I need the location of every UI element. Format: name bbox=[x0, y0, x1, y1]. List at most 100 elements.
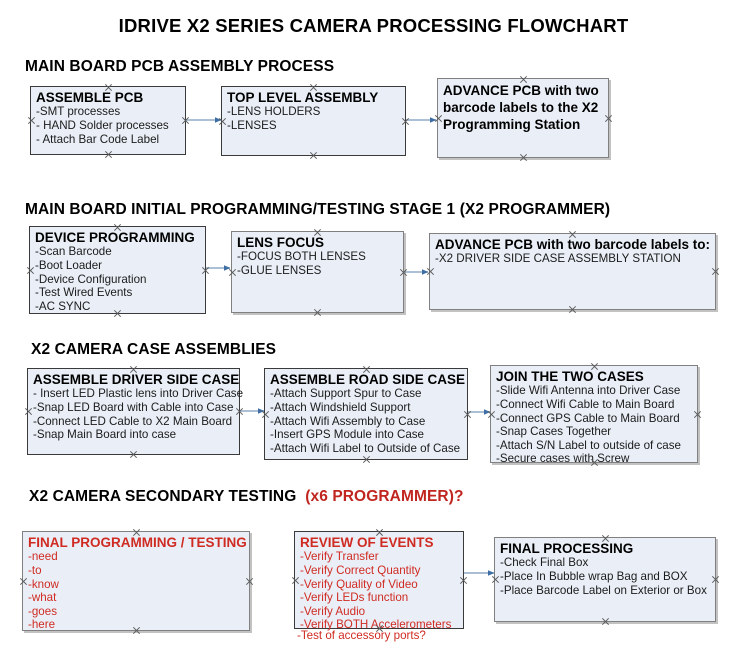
section-heading-main-board-pcb-assembly: MAIN BOARD PCB ASSEMBLY PROCESS bbox=[25, 58, 335, 75]
node-line: -Connect LED Cable to X2 Main Board bbox=[33, 414, 233, 428]
node-line: -Device Configuration bbox=[35, 272, 147, 286]
node-line: -Scan Barcode bbox=[35, 245, 112, 259]
node-line: -Verify BOTH Accelerometers bbox=[300, 618, 452, 632]
node-line: -Slide Wifi Antenna into Driver Case bbox=[496, 384, 681, 398]
node-line: -Connect GPS Cable to Main Board bbox=[496, 411, 680, 425]
node-lens-focus[interactable]: LENS FOCUS -FOCUS BOTH LENSES -GLUE LENS… bbox=[231, 231, 404, 313]
node-line: - Insert LED Plastic lens into Driver Ca… bbox=[33, 387, 244, 401]
node-line: - HAND Solder processes bbox=[36, 118, 169, 132]
connector-handle-right[interactable] bbox=[399, 268, 408, 277]
node-line: -to bbox=[28, 563, 42, 577]
node-line: -Attach Wifi Assembly to Case bbox=[270, 414, 426, 428]
secondary-testing-label: X2 CAMERA SECONDARY TESTING bbox=[29, 488, 297, 505]
connector-handle-bottom[interactable] bbox=[129, 450, 138, 459]
connector-handle-left[interactable] bbox=[26, 266, 35, 275]
node-title: ASSEMBLE DRIVER SIDE CASE bbox=[33, 372, 240, 387]
section-heading-x2-camera-secondary-testing: X2 CAMERA SECONDARY TESTING (x6 PROGRAMM… bbox=[29, 488, 464, 506]
node-line: -SMT processes bbox=[36, 105, 121, 119]
connector-handle-left[interactable] bbox=[24, 407, 33, 416]
node-review-of-events-overflow-line: -Test of accessory ports? bbox=[297, 629, 426, 642]
node-assemble-driver-side-case[interactable]: ASSEMBLE DRIVER SIDE CASE - Insert LED P… bbox=[24, 368, 244, 455]
node-title: ADVANCE PCB with two barcode labels to t… bbox=[443, 83, 599, 132]
node-line: -know bbox=[28, 577, 59, 591]
connector-handle-right[interactable] bbox=[693, 410, 702, 419]
connector-handle-left[interactable] bbox=[487, 410, 496, 419]
node-assemble-pcb[interactable]: ASSEMBLE PCB -SMT processes - HAND Solde… bbox=[30, 86, 186, 155]
connector-handle-left[interactable] bbox=[261, 410, 270, 419]
node-line: -Snap Main Board into case bbox=[33, 428, 177, 442]
node-line: -Attach S/N Label to outside of case bbox=[496, 438, 681, 452]
node-title: ASSEMBLE PCB bbox=[36, 90, 144, 105]
node-assemble-road-side-case[interactable]: ASSEMBLE ROAD SIDE CASE -Attach Support … bbox=[264, 368, 468, 460]
connector-handle-left[interactable] bbox=[218, 117, 227, 126]
node-line: -Verify Correct Quantity bbox=[300, 563, 421, 577]
connector-handle-bottom[interactable] bbox=[313, 308, 322, 317]
node-line: -Attach Windshield Support bbox=[270, 400, 411, 414]
node-line: -LENS HOLDERS bbox=[227, 105, 321, 119]
node-line: -Place Barcode Label on Exterior or Box bbox=[500, 583, 707, 597]
connector-handle-bottom[interactable] bbox=[309, 151, 318, 160]
node-line: -Secure cases with Screw bbox=[496, 452, 630, 466]
connector-handle-left[interactable] bbox=[19, 577, 28, 586]
node-line: -Snap Cases Together bbox=[496, 425, 612, 439]
node-line: -Test Wired Events bbox=[35, 286, 133, 300]
node-line: -Place In Bubble wrap Bag and BOX bbox=[500, 569, 688, 583]
node-final-processing[interactable]: FINAL PROCESSING -Check Final Box -Place… bbox=[494, 537, 716, 622]
connector-handle-bottom[interactable] bbox=[362, 455, 371, 464]
connector-handle-right[interactable] bbox=[201, 266, 210, 275]
node-advance-pcb-driver-side-case[interactable]: ADVANCE PCB with two barcode labels to: … bbox=[429, 233, 716, 310]
secondary-testing-accent-label: (x6 PROGRAMMER)? bbox=[305, 488, 464, 505]
node-title: FINAL PROCESSING bbox=[500, 541, 634, 556]
node-line: -Attach Support Spur to Case bbox=[270, 387, 422, 401]
node-title: JOIN THE TWO CASES bbox=[496, 369, 644, 384]
node-line: -FOCUS BOTH LENSES bbox=[237, 250, 366, 264]
connector-handle-right[interactable] bbox=[245, 577, 254, 586]
node-line: -here bbox=[28, 618, 56, 632]
connector-handle-right[interactable] bbox=[401, 117, 410, 126]
node-title: DEVICE PROGRAMMING bbox=[35, 230, 195, 245]
node-title: LENS FOCUS bbox=[237, 235, 325, 250]
connector-handle-right[interactable] bbox=[604, 114, 613, 123]
connector-handle-bottom[interactable] bbox=[519, 153, 528, 162]
node-line: - Attach Bar Code Label bbox=[36, 132, 160, 146]
connector-handle-right[interactable] bbox=[459, 576, 468, 585]
node-line: -Insert GPS Module into Case bbox=[270, 428, 425, 442]
node-line: -Connect Wifi Cable to Main Board bbox=[496, 397, 675, 411]
node-final-programming-testing[interactable]: FINAL PROGRAMMING / TESTING -need -to -k… bbox=[22, 531, 250, 631]
node-advance-pcb-programming-station[interactable]: ADVANCE PCB with two barcode labels to t… bbox=[437, 78, 609, 158]
node-top-level-assembly[interactable]: TOP LEVEL ASSEMBLY -LENS HOLDERS -LENSES bbox=[221, 86, 406, 156]
connector-handle-right[interactable] bbox=[235, 407, 244, 416]
connector-handle-left[interactable] bbox=[434, 114, 443, 123]
connector-handle-left[interactable] bbox=[228, 268, 237, 277]
node-device-programming[interactable]: DEVICE PROGRAMMING -Scan Barcode -Boot L… bbox=[29, 226, 206, 314]
connector-handle-left[interactable] bbox=[27, 116, 36, 125]
connector-handle-bottom[interactable] bbox=[568, 305, 577, 314]
node-title: TOP LEVEL ASSEMBLY bbox=[227, 90, 379, 105]
connector-handle-right[interactable] bbox=[463, 410, 472, 419]
node-line: -Attach Wifi Label to Outside of Case bbox=[270, 441, 461, 455]
node-line: -LENSES bbox=[227, 118, 277, 132]
node-review-of-events[interactable]: REVIEW OF EVENTS -Verify Transfer -Verif… bbox=[291, 531, 464, 632]
node-line: -Verify Transfer bbox=[300, 550, 379, 564]
node-join-the-two-cases[interactable]: JOIN THE TWO CASES -Slide Wifi Antenna i… bbox=[487, 365, 698, 466]
node-line: -Snap LED Board with Cable into Case bbox=[33, 400, 234, 414]
node-line: -goes bbox=[28, 604, 58, 618]
node-title: ASSEMBLE ROAD SIDE CASE bbox=[270, 372, 466, 387]
node-line: -Verify LEDs function bbox=[300, 591, 409, 605]
connector-handle-bottom[interactable] bbox=[601, 617, 610, 626]
node-line: -what bbox=[28, 591, 57, 605]
connector-handle-bottom[interactable] bbox=[104, 150, 113, 159]
connector-handle-left[interactable] bbox=[291, 576, 300, 585]
connector-handle-right[interactable] bbox=[181, 116, 190, 125]
page-title: IDRIVE X2 SERIES CAMERA PROCESSING FLOWC… bbox=[118, 15, 629, 36]
section-heading-x2-camera-case-assemblies: X2 CAMERA CASE ASSEMBLIES bbox=[31, 341, 277, 358]
connector-handle-left[interactable] bbox=[491, 575, 500, 584]
node-line: -Boot Loader bbox=[35, 258, 103, 272]
node-line: -Verify Audio bbox=[300, 604, 366, 618]
connector-handle-right[interactable] bbox=[711, 575, 720, 584]
node-line: -Verify Quality of Video bbox=[300, 577, 418, 591]
node-line: -X2 DRIVER SIDE CASE ASSEMBLY STATION bbox=[435, 252, 681, 266]
connector-handle-right[interactable] bbox=[711, 267, 720, 276]
connector-handle-left[interactable] bbox=[426, 267, 435, 276]
node-title: REVIEW OF EVENTS bbox=[300, 535, 434, 550]
